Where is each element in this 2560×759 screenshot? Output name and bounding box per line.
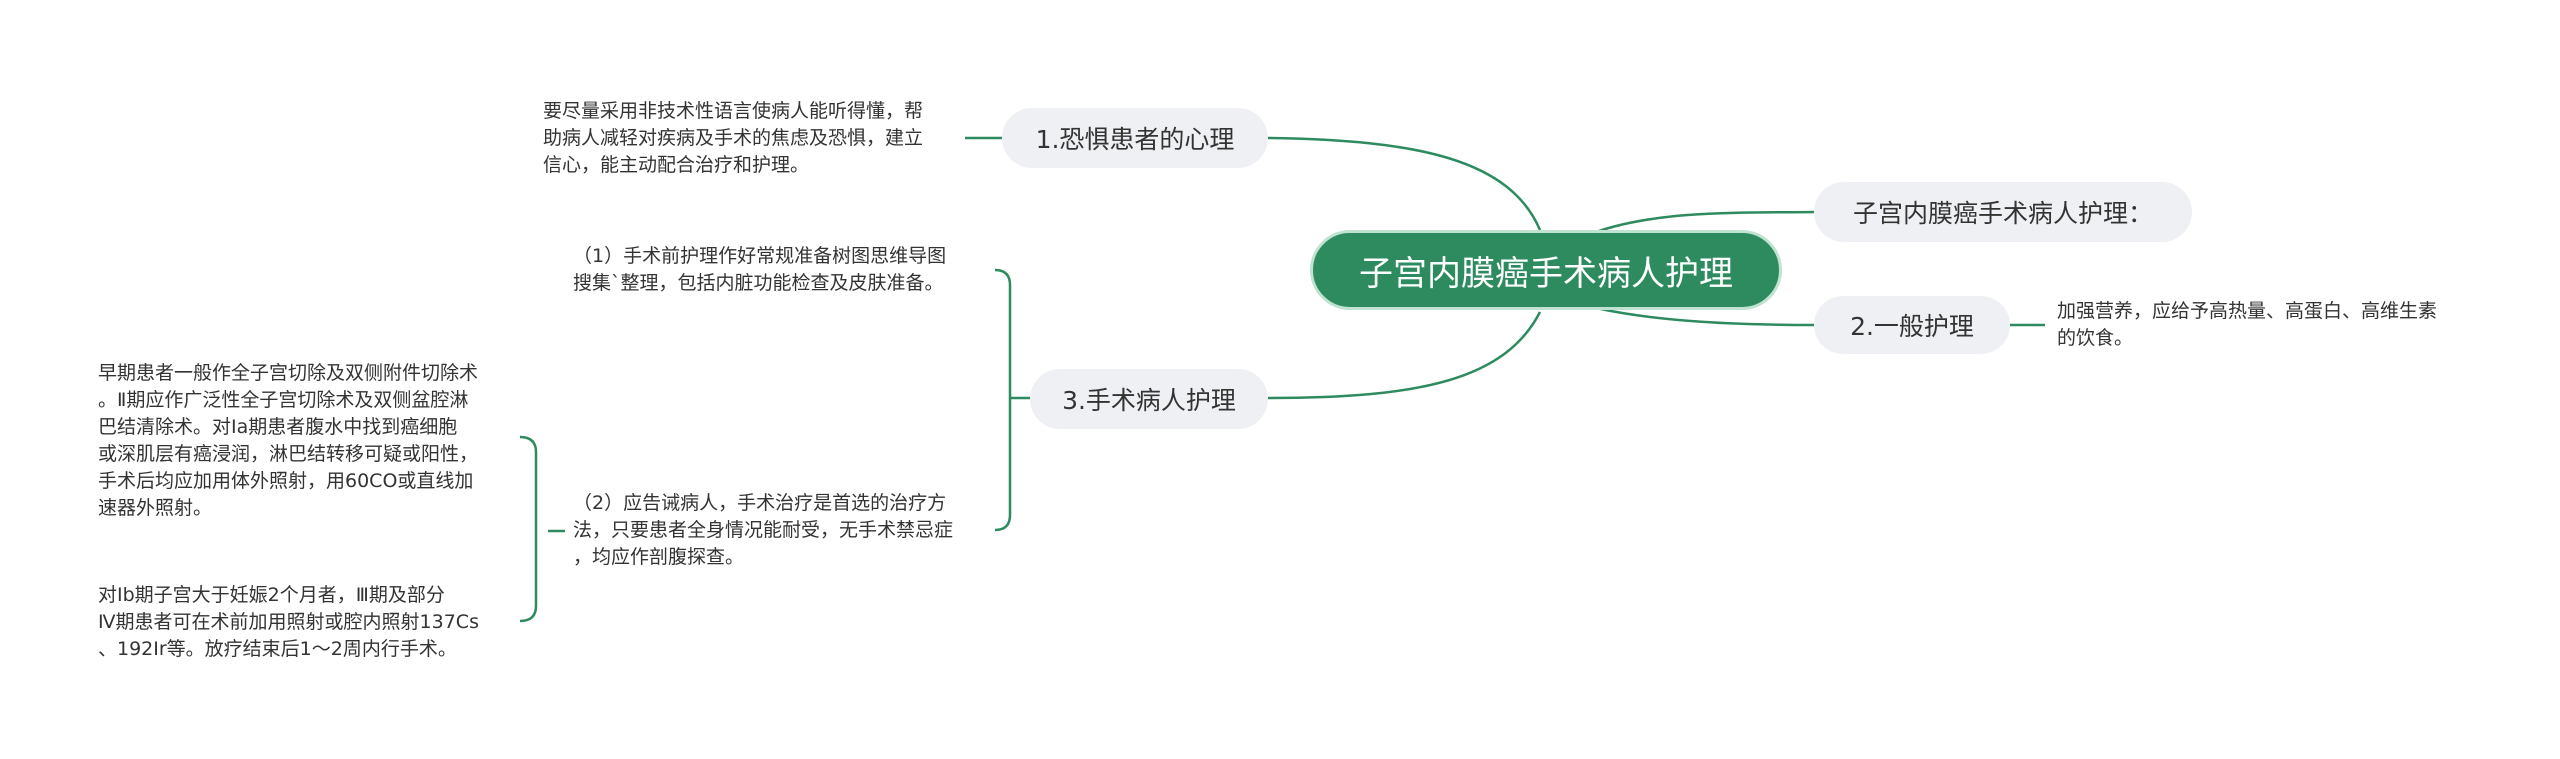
fear-detail: 要尽量采用非技术性语言使病人能听得懂，帮 助病人减轻对疾病及手术的焦虑及恐惧，建… xyxy=(543,100,924,176)
surgery-item-2: （2）应告诫病人，手术治疗是首选的治疗方 法，只要患者全身情况能耐受，无手术禁忌… xyxy=(573,492,954,568)
central-topic[interactable]: 子宫内膜癌手术病人护理 xyxy=(1310,230,1782,310)
link-center-general xyxy=(1595,306,1815,327)
link-center-fear xyxy=(1267,136,1542,231)
bracket-surgery xyxy=(994,268,1012,532)
surgery-sub-1: 早期患者一般作全子宫切除及双侧附件切除术 。Ⅱ期应作广泛性全子宫切除术及双侧盆腔… xyxy=(98,362,479,519)
link-center-surgery xyxy=(1267,311,1542,400)
link-center-title xyxy=(1595,210,1815,234)
node-surgery-care[interactable]: 3.手术病人护理 xyxy=(1030,369,1268,429)
surgery-item-1: （1）手术前护理作好常规准备树图思维导图 搜集`整理，包括内脏功能检查及皮肤准备… xyxy=(573,245,947,294)
general-care-detail: 加强营养，应给予高热量、高蛋白、高维生素 的饮食。 xyxy=(2057,300,2438,349)
surgery-sub-2: 对Ⅰb期子宫大于妊娠2个月者，Ⅲ期及部分 Ⅳ期患者可在术前加用照射或腔内照射13… xyxy=(98,584,479,660)
node-general-care[interactable]: 2.一般护理 xyxy=(1814,296,2010,354)
node-fear[interactable]: 1.恐惧患者的心理 xyxy=(1002,108,1268,168)
bracket-item2 xyxy=(519,435,538,623)
node-title[interactable]: 子宫内膜癌手术病人护理： xyxy=(1814,182,2192,242)
